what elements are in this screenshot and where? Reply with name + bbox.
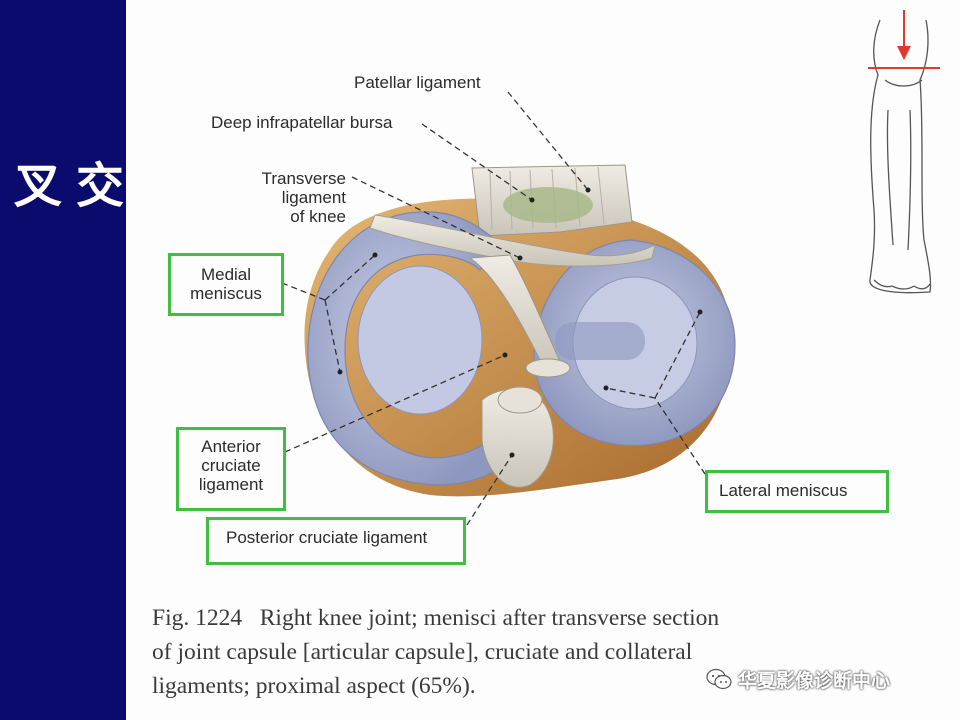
label-transverse-ligament-line3: of knee bbox=[290, 207, 346, 226]
caption-line3: ligaments; proximal aspect (65%). bbox=[152, 673, 476, 699]
highlight-box-anterior-cruciate bbox=[176, 427, 286, 511]
label-anterior-cruciate-line1: Anterior bbox=[201, 437, 261, 456]
highlight-box-medial-meniscus bbox=[168, 253, 284, 316]
label-medial-meniscus-line2: meniscus bbox=[190, 284, 262, 303]
deep-infrapatellar-bursa bbox=[503, 187, 593, 223]
caption-line1: Fig. 1224 Right knee joint; menisci afte… bbox=[152, 601, 872, 635]
watermark-text: 华夏影像诊断中心 bbox=[738, 669, 891, 692]
caption-line2: of joint capsule [articular capsule], cr… bbox=[152, 639, 693, 665]
label-anterior-cruciate: Anterior cruciate ligament bbox=[179, 437, 283, 494]
leg-orientation-sketch bbox=[869, 19, 932, 294]
label-lateral-meniscus: Lateral meniscus bbox=[719, 481, 848, 500]
transverse-ligament bbox=[369, 214, 656, 267]
highlight-box-posterior-cruciate bbox=[206, 517, 466, 565]
watermark: 华夏影像诊断中心 bbox=[706, 664, 890, 694]
label-transverse-ligament-line1: Transverse bbox=[261, 169, 346, 188]
highlight-box-lateral-meniscus bbox=[705, 470, 889, 513]
label-anterior-cruciate-line3: ligament bbox=[198, 475, 264, 494]
wechat-icon bbox=[706, 668, 732, 690]
label-anterior-cruciate-line2: cruciate bbox=[201, 456, 261, 475]
view-arrow-head bbox=[897, 46, 911, 60]
caption-text-line1: Right knee joint; menisci after transver… bbox=[259, 605, 720, 631]
label-deep-infrapatellar-bursa: Deep infrapatellar bursa bbox=[211, 113, 393, 132]
label-transverse-ligament: Transverse ligament of knee bbox=[238, 169, 346, 226]
label-transverse-ligament-line2: ligament bbox=[281, 188, 346, 207]
label-medial-meniscus-line1: Medial bbox=[200, 265, 252, 284]
label-posterior-cruciate: Posterior cruciate ligament bbox=[226, 528, 428, 547]
sidebar-title: 交叉韧带和半月板 bbox=[5, 160, 123, 208]
label-patellar-ligament: Patellar ligament bbox=[354, 73, 481, 92]
label-medial-meniscus: Medial meniscus bbox=[171, 265, 281, 303]
figure-caption: Fig. 1224 Right knee joint; menisci afte… bbox=[152, 601, 872, 703]
medial-meniscus bbox=[307, 211, 506, 486]
medial-tibial-surface bbox=[357, 265, 483, 415]
sidebar: 交叉韧带和半月板 bbox=[0, 0, 126, 720]
figure-number: Fig. 1224 bbox=[152, 605, 243, 631]
